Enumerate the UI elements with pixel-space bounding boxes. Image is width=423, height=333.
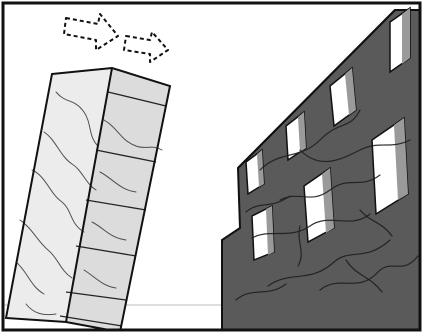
scene-svg bbox=[0, 0, 423, 333]
illustration-panel bbox=[0, 0, 423, 333]
